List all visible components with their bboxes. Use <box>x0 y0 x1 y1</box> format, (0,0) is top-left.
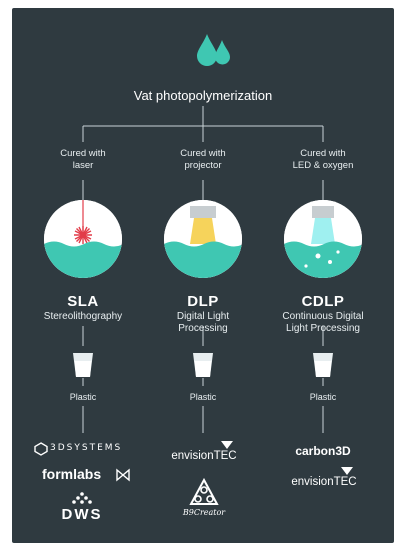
brand-logo-b9creator: B9Creator <box>177 478 231 522</box>
3dsystems-mark-icon <box>34 442 48 456</box>
envisiontec-mark-icon <box>341 467 353 475</box>
full-name-cdlp: Continuous Digital Light Processing <box>268 311 378 335</box>
full-name-sla: Stereolithography <box>28 311 138 323</box>
material-cdlp: Plastic <box>309 392 337 402</box>
abbr-cdlp: CDLP <box>301 293 345 310</box>
method-line: LED & oxygen <box>292 159 354 171</box>
full-name-line: Stereolithography <box>43 311 123 322</box>
brand-logo-carbon3d: carbon3D <box>280 444 366 460</box>
method-line: Cured with <box>300 148 346 159</box>
dws-dots-icon <box>72 492 92 504</box>
sla-laser-illustration <box>44 200 122 278</box>
method-line: Cured with <box>60 148 106 159</box>
method-line: projector <box>184 159 222 171</box>
brand-logo-envisiontec-dlp: envisionTEC <box>162 440 246 464</box>
brand-logo-formlabs: formlabs <box>42 466 132 484</box>
method-label-cdlp: Cured with LED & oxygen <box>273 148 373 171</box>
brand-logo-3dsystems: 3DSYSTEMS <box>30 440 140 458</box>
brand-text: B9Creator <box>182 508 226 517</box>
dlp-projector-illustration <box>164 200 242 278</box>
abbr-sla: SLA <box>67 293 99 310</box>
brand-text: formlabs <box>42 466 102 482</box>
envisiontec-mark-icon <box>221 441 233 449</box>
full-name-line: Light Processing <box>286 323 360 334</box>
abbr-dlp: DLP <box>187 293 219 310</box>
brand-logo-envisiontec-cdlp: envisionTEC <box>282 466 366 490</box>
cup-icon <box>313 353 333 377</box>
resin-drops-icon <box>197 34 230 66</box>
infographic-panel: Vat photopolymerization Cured with laser… <box>12 8 394 543</box>
full-name-line: Digital Light <box>176 311 230 322</box>
full-name-dlp: Digital Light Processing <box>148 311 258 335</box>
brand-text: carbon3D <box>295 444 351 458</box>
formlabs-mark-icon <box>116 468 130 482</box>
method-label-dlp: Cured with projector <box>153 148 253 171</box>
brand-text: envisionTEC <box>291 476 357 488</box>
brand-text: envisionTEC <box>171 450 237 462</box>
cup-icon <box>73 353 93 377</box>
full-name-line: Continuous Digital <box>282 311 364 322</box>
full-name-line: Processing <box>178 323 228 334</box>
method-label-sla: Cured with laser <box>33 148 133 171</box>
cup-icon <box>193 353 213 377</box>
cdlp-led-illustration <box>284 200 362 278</box>
material-sla: Plastic <box>69 392 97 402</box>
brand-logo-dws: DWS <box>54 492 110 528</box>
diagram-title: Vat photopolymerization <box>133 88 273 103</box>
brand-text: 3DSYSTEMS <box>50 443 123 453</box>
method-line: Cured with <box>180 148 226 159</box>
brand-text: DWS <box>61 506 103 523</box>
connector-lines <box>82 106 324 433</box>
material-dlp: Plastic <box>189 392 217 402</box>
b9creator-triangle-icon <box>189 478 219 505</box>
method-line: laser <box>72 159 94 171</box>
